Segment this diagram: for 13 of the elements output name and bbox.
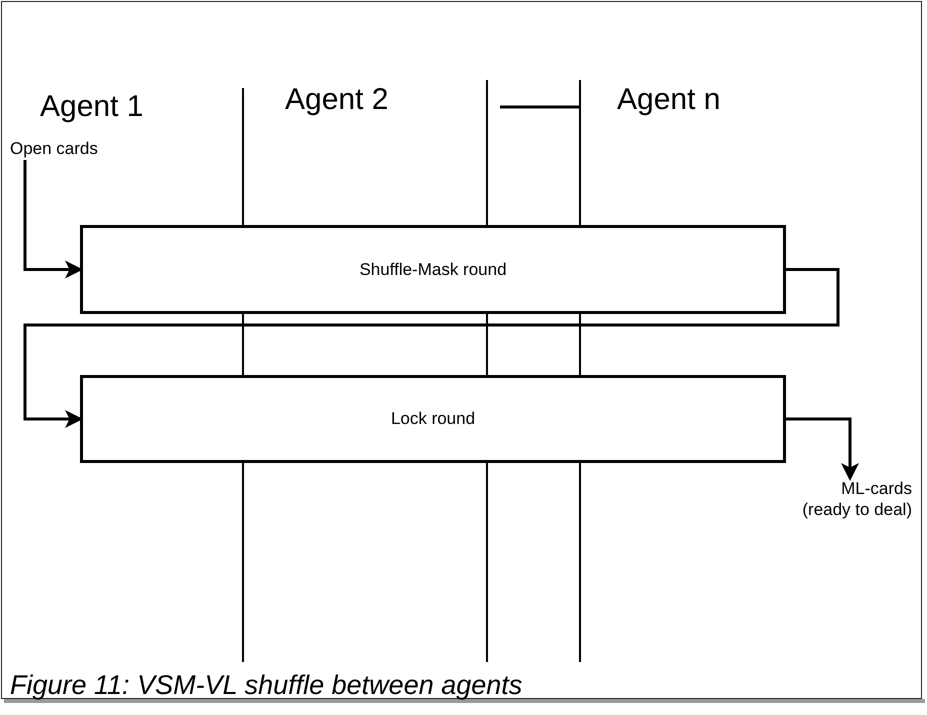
process-box (80, 375, 786, 463)
lane-title: Agent n (617, 83, 720, 117)
arrow (786, 418, 859, 481)
box-label: Shuffle-Mask round (359, 260, 507, 280)
figure-caption: Figure 11: VSM-VL shuffle between agents (10, 670, 522, 701)
flow-label: Open cards (10, 138, 120, 160)
flow-label: ML-cards (ready to deal) (800, 478, 912, 522)
arrow (24, 160, 83, 278)
box-label: Lock round (390, 409, 476, 429)
lane-title: Agent 2 (285, 83, 388, 117)
arrow (24, 268, 840, 428)
process-box (80, 225, 786, 314)
lane-title: Agent 1 (40, 90, 144, 124)
